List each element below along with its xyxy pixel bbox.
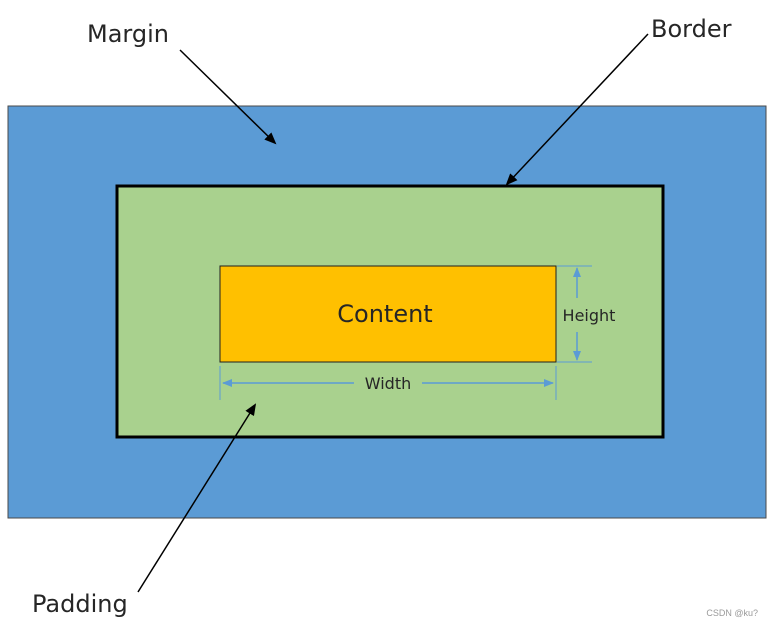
margin-label: Margin xyxy=(87,20,169,48)
watermark: CSDN @ku? xyxy=(706,608,758,618)
margin-pointer-arrow xyxy=(179,49,277,145)
border-pointer-arrow xyxy=(505,33,649,186)
height-label: Height xyxy=(563,306,616,325)
width-label: Width xyxy=(365,374,411,393)
content-label: Content xyxy=(337,300,432,328)
padding-label: Padding xyxy=(32,590,128,618)
padding-pointer-arrow xyxy=(137,403,257,593)
border-label: Border xyxy=(651,15,732,43)
content-area xyxy=(219,265,557,363)
